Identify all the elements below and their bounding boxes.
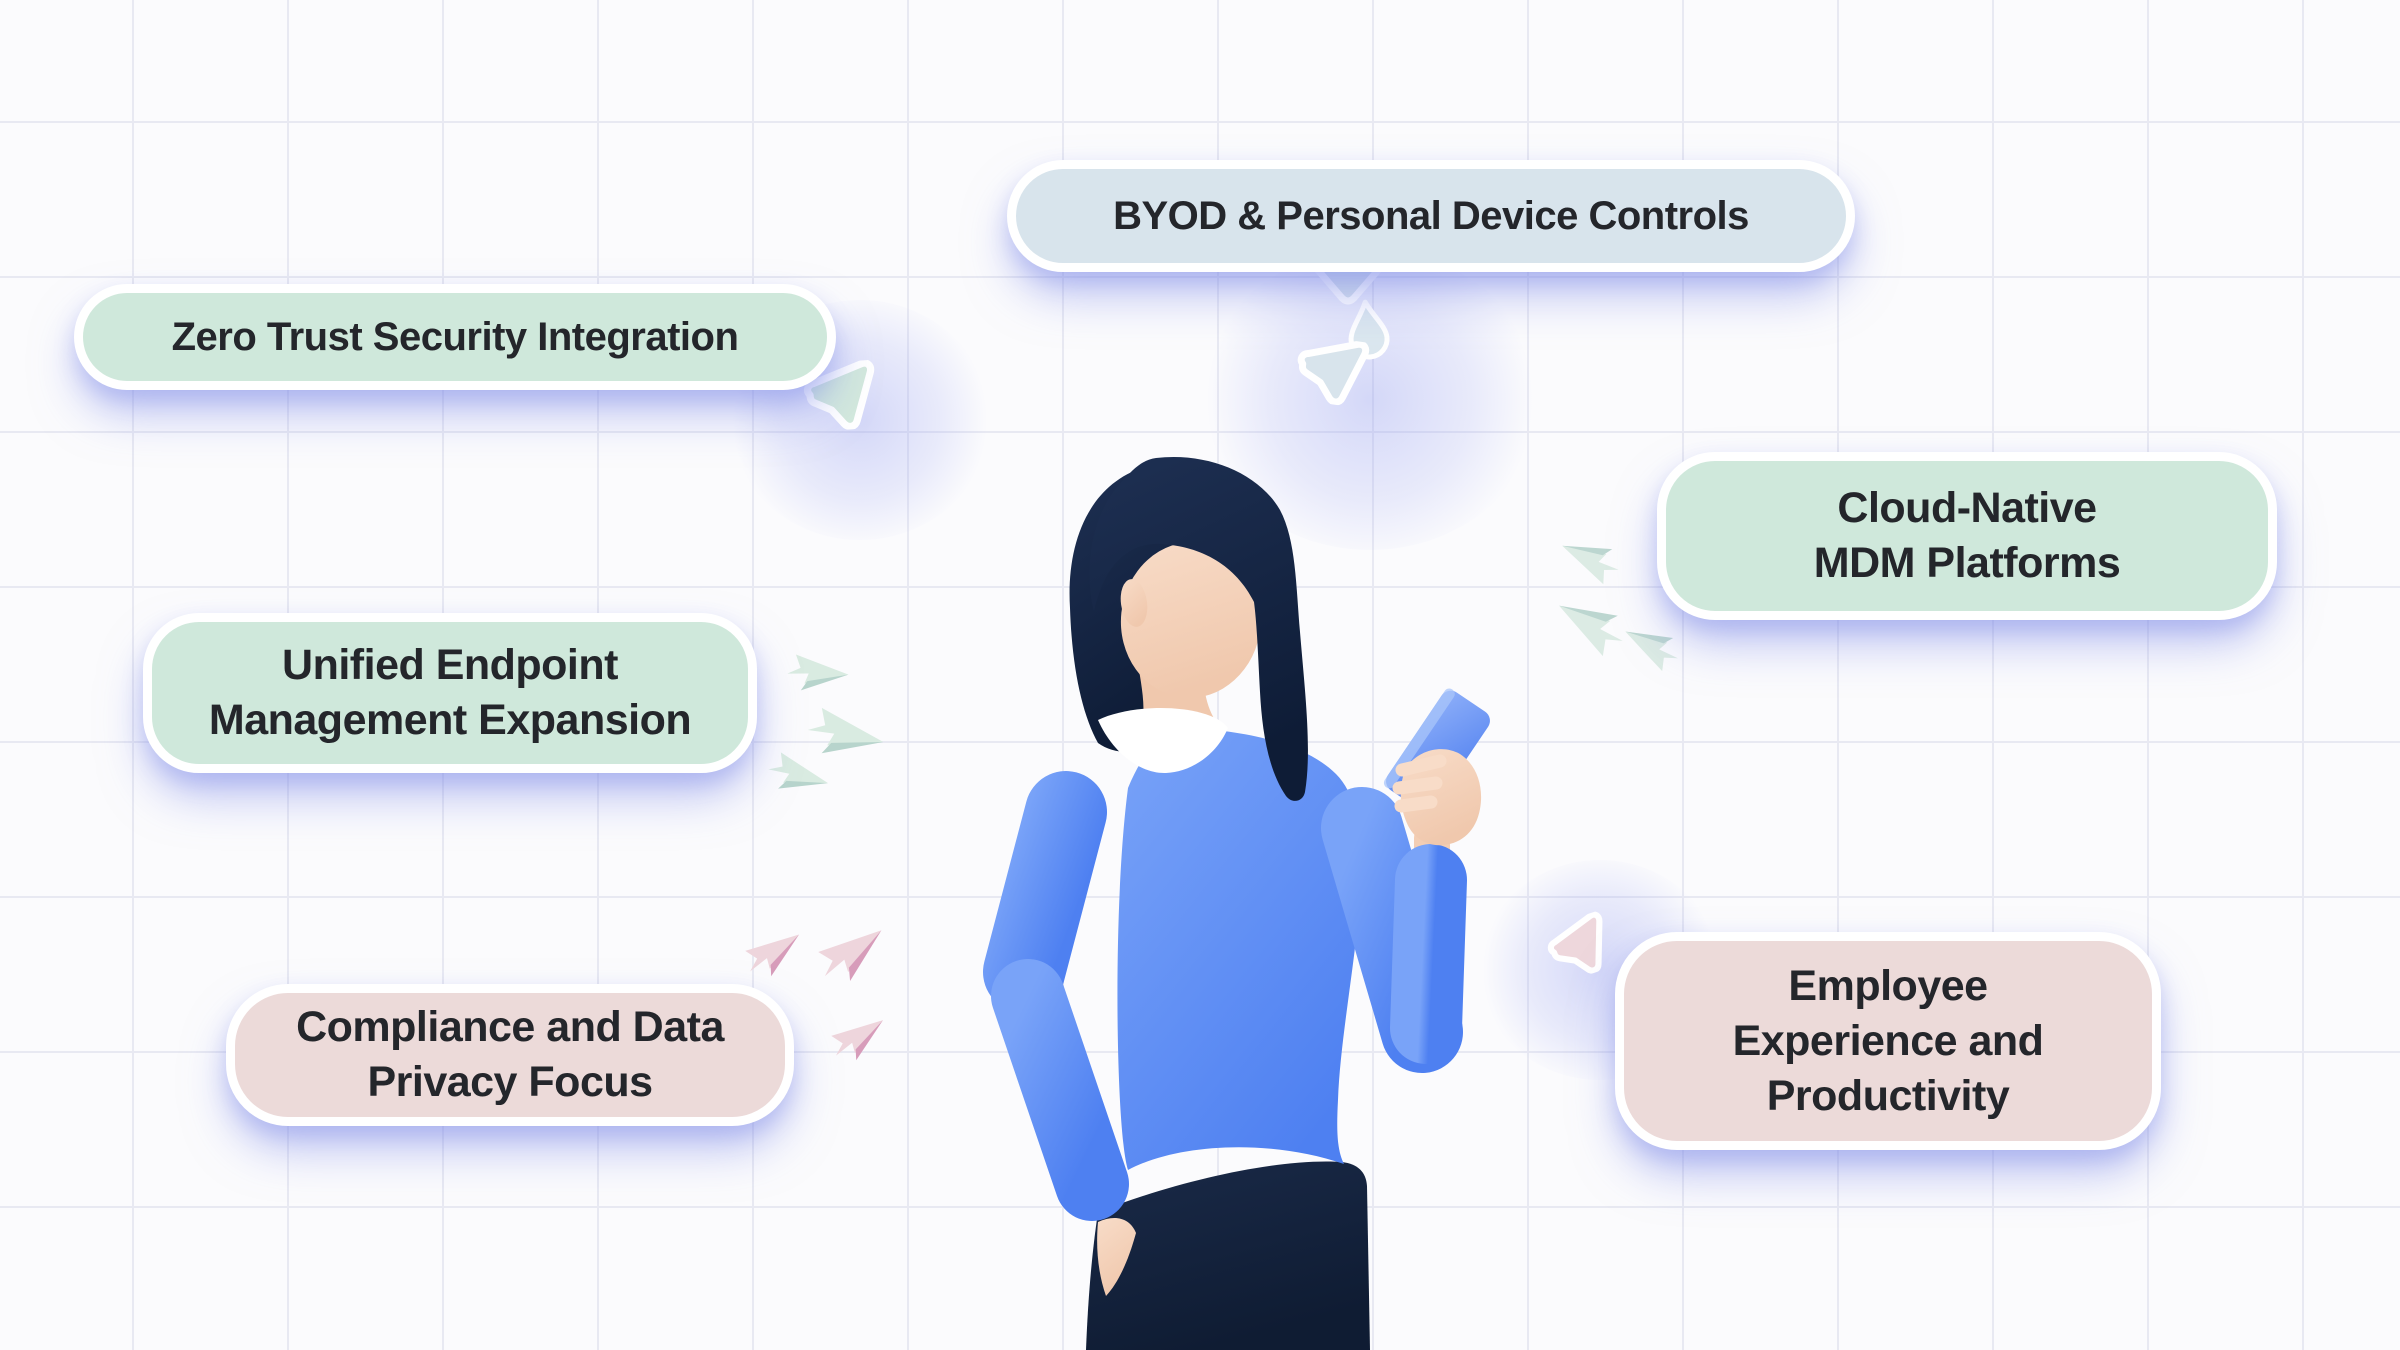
label-bubble-zero-trust: Zero Trust Security Integration xyxy=(74,284,836,390)
sweater-torso xyxy=(1117,728,1362,1170)
bubble-text: Zero Trust Security Integration xyxy=(171,314,739,359)
paper-plane-icon xyxy=(764,749,832,797)
label-bubble-unified-endpoint: Unified Endpoint Management Expansion xyxy=(143,613,757,773)
label-bubble-byod: BYOD & Personal Device Controls xyxy=(1007,160,1855,272)
paper-plane-icon xyxy=(783,647,851,695)
sweater-left-forearm xyxy=(991,959,1129,1221)
paper-plane-icon xyxy=(1615,619,1687,678)
label-bubble-employee: Employee Experience and Productivity xyxy=(1615,932,2161,1150)
paper-plane-icon xyxy=(821,1000,893,1072)
paper-plane-icon xyxy=(804,705,886,760)
bubble-text: BYOD & Personal Device Controls xyxy=(1113,193,1749,238)
fingers xyxy=(1392,754,1447,813)
ear xyxy=(1120,579,1148,627)
bubble-text: Employee xyxy=(1788,961,1988,1010)
pocket-hand xyxy=(1097,1217,1136,1296)
paper-plane-icon xyxy=(734,914,809,989)
collar xyxy=(1098,708,1228,774)
bubble-text: Productivity xyxy=(1766,1071,2010,1120)
bubble-text: Unified Endpoint xyxy=(282,641,618,689)
pants xyxy=(1086,1161,1370,1350)
hair-front xyxy=(1089,456,1308,801)
paper-plane-icon xyxy=(1292,333,1372,408)
label-bubble-compliance: Compliance and Data Privacy Focus xyxy=(226,984,794,1126)
bubble-text: Cloud-Native xyxy=(1837,484,2097,532)
face xyxy=(1120,542,1262,698)
bubble-text: Management Expansion xyxy=(208,696,692,744)
paper-plane-icon xyxy=(1553,532,1626,590)
label-bubble-cloud-native-mdm: Cloud-Native MDM Platforms xyxy=(1657,452,2277,620)
hand xyxy=(1400,749,1482,846)
bubble-text: Privacy Focus xyxy=(367,1058,653,1106)
sweater-right-forearm xyxy=(1390,844,1467,1064)
paper-plane-icon xyxy=(806,906,895,995)
bubble-text: MDM Platforms xyxy=(1813,539,2121,587)
woman-with-phone-illustration xyxy=(983,456,1490,1350)
bubble-text: Compliance and Data xyxy=(296,1003,724,1051)
sweater-left-arm xyxy=(983,771,1107,1013)
bubble-text: Experience and xyxy=(1732,1016,2044,1065)
